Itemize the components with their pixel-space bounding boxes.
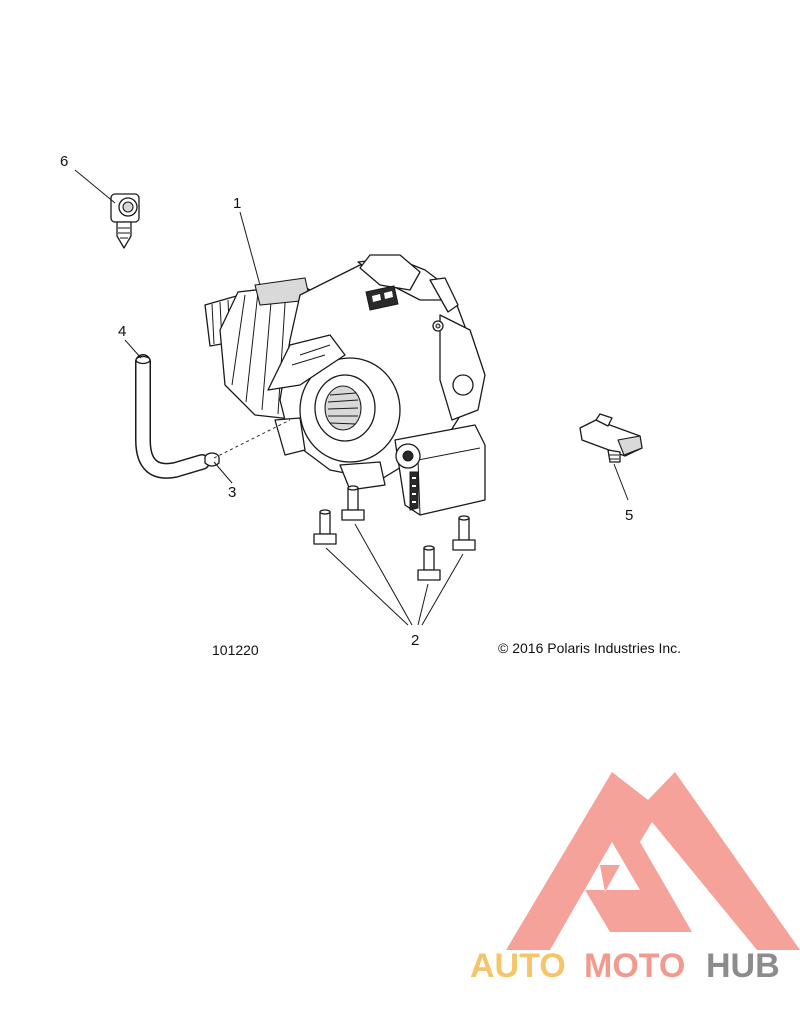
part-1-front-gearcase xyxy=(204,254,486,516)
part-5-sensor xyxy=(579,413,643,463)
bolt-c xyxy=(417,545,441,581)
watermark-text: AUTO MOTO HUB xyxy=(470,947,780,985)
watermark-logo xyxy=(506,772,800,950)
bolt-b xyxy=(341,485,365,521)
callout-1: 1 xyxy=(233,195,241,212)
bolt-d xyxy=(452,515,476,551)
bolt-a xyxy=(313,509,337,545)
callout-labels: 6 1 4 3 5 2 xyxy=(60,153,633,649)
callout-2: 2 xyxy=(411,632,419,649)
part-3-plug xyxy=(204,452,220,467)
callout-5: 5 xyxy=(625,507,633,524)
figure-number: 101220 xyxy=(212,642,259,658)
part-6-vent-fitting xyxy=(110,193,140,249)
part-2-bolts xyxy=(313,485,476,581)
part-4-vent-hose xyxy=(135,354,210,479)
callout-3: 3 xyxy=(228,484,236,501)
watermark-word-hub: HUB xyxy=(706,947,780,985)
logo-triangle-icon xyxy=(506,772,800,950)
callout-4: 4 xyxy=(118,323,126,340)
leader-lines xyxy=(74,169,629,626)
callout-6: 6 xyxy=(60,153,68,170)
copyright-notice: © 2016 Polaris Industries Inc. xyxy=(498,640,681,656)
watermark-word-auto: AUTO xyxy=(470,947,566,985)
watermark-word-moto: MOTO xyxy=(584,947,685,985)
